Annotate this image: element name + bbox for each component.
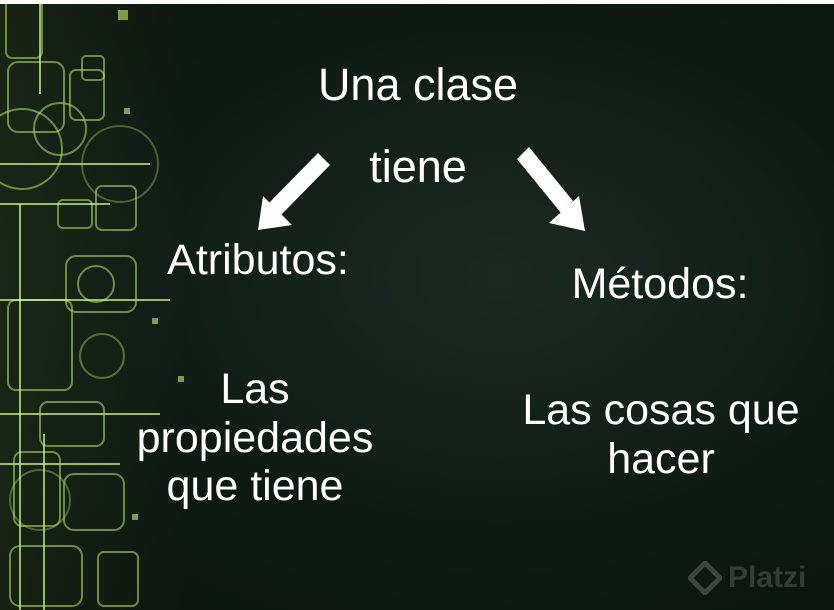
title-line-2: tiene xyxy=(369,141,467,192)
methods-description: Las cosas que hacer xyxy=(522,386,800,483)
platzi-watermark: Platzi xyxy=(688,556,828,600)
title-line-1: Una clase xyxy=(317,59,519,110)
platzi-logo-icon xyxy=(688,561,722,595)
methods-label: Métodos: xyxy=(571,260,749,308)
circuit-decoration xyxy=(0,4,190,610)
attributes-label: Atributos: xyxy=(167,236,349,284)
slide: Una clase tiene Atributos: Métodos: Las … xyxy=(0,4,834,610)
attributes-description: Las propiedades que tiene xyxy=(136,365,374,511)
watermark-text: Platzi xyxy=(728,561,807,594)
